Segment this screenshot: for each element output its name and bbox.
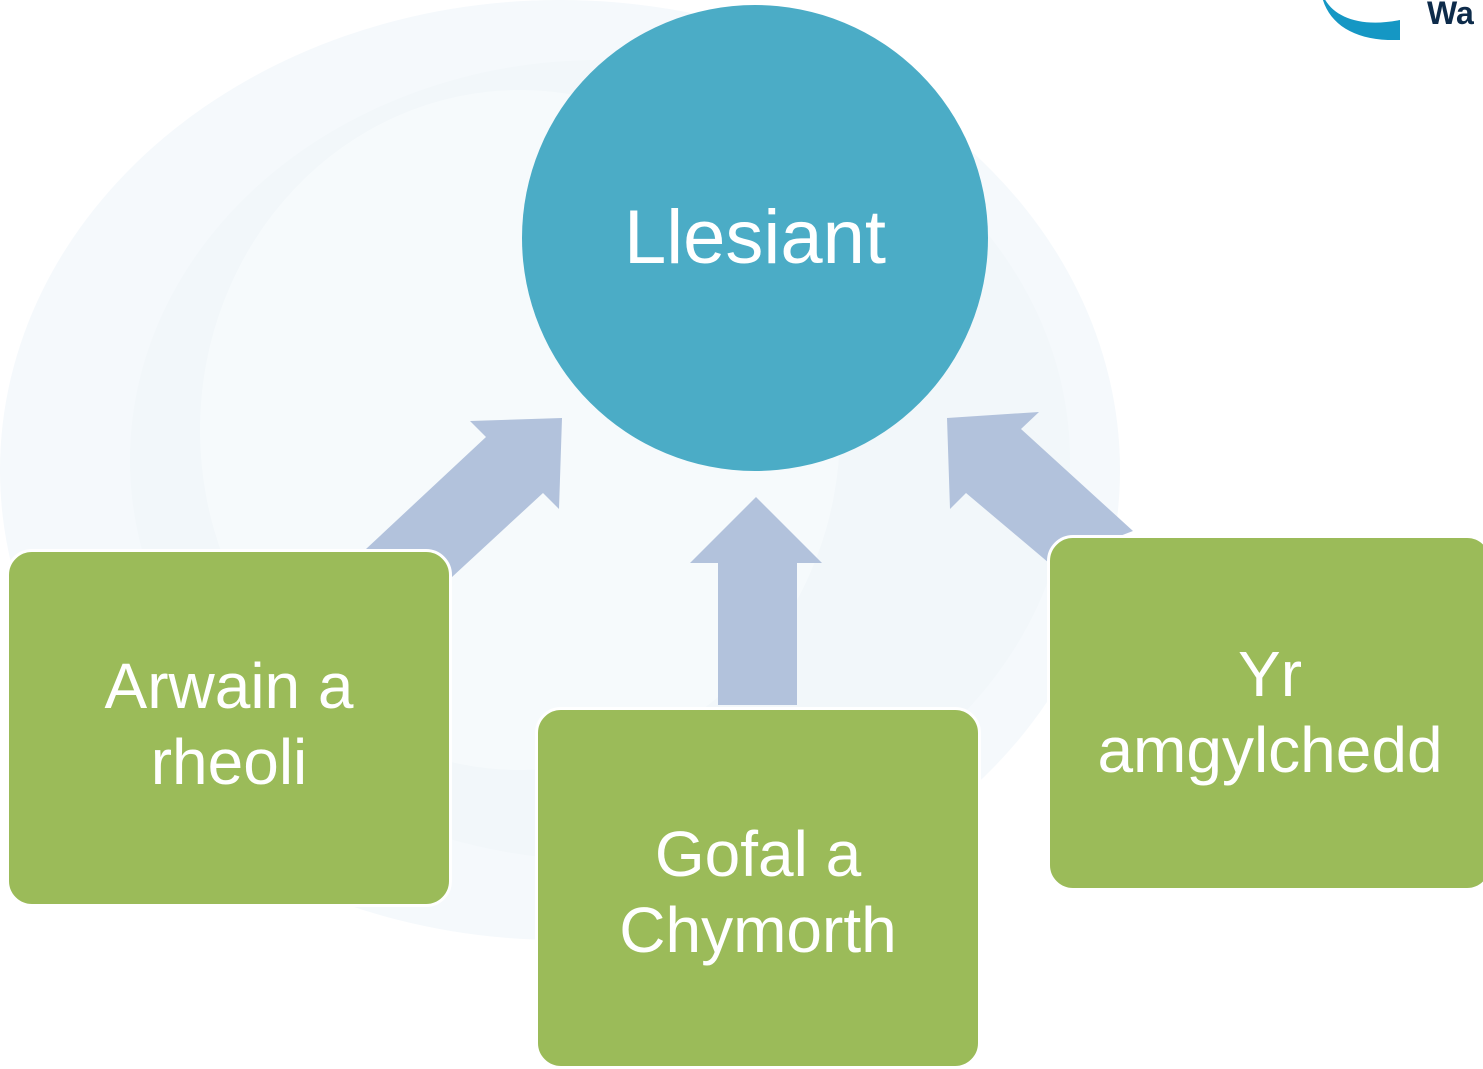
arrow-center-icon	[690, 497, 822, 705]
node-arwain-a-rheoli: Arwain a rheoli	[6, 549, 452, 907]
center-node-label: Llesiant	[624, 194, 886, 280]
node-label: Gofal a Chymorth	[619, 818, 897, 966]
brand-logo-icon	[1323, 0, 1400, 40]
node-gofal-a-chymorth: Gofal a Chymorth	[535, 707, 981, 1069]
brand-logo: Wa	[1290, 0, 1483, 60]
node-label: Arwain a rheoli	[104, 650, 354, 798]
node-label: Yr amgylchedd	[1097, 638, 1443, 786]
brand-logo-text: Wa	[1427, 0, 1474, 31]
arrow-right-icon	[947, 412, 1133, 563]
center-node-llesiant: Llesiant	[522, 5, 988, 471]
arrow-left-icon	[366, 418, 562, 577]
node-yr-amgylchedd: Yr amgylchedd	[1047, 535, 1483, 891]
